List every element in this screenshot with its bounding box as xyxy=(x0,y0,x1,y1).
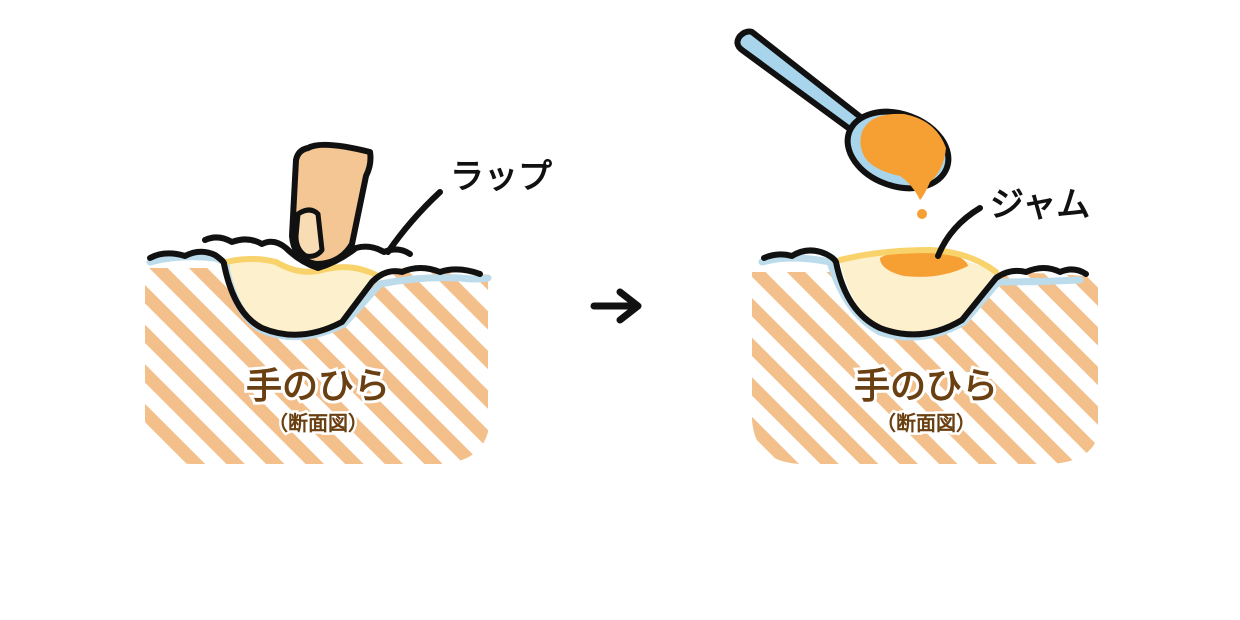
left-skin-outline xyxy=(147,248,483,338)
left-cavity xyxy=(222,262,376,333)
left-panel: ラップ 手のひら （断面図） xyxy=(140,141,552,464)
left-region-sublabel: （断面図） xyxy=(268,411,368,435)
left-cavity-rim xyxy=(223,256,381,279)
right-skin-outline xyxy=(761,247,1089,338)
jam-pool xyxy=(880,249,968,277)
left-callout-line xyxy=(385,189,443,255)
right-cavity xyxy=(836,251,996,334)
jam-drop-icon xyxy=(917,209,927,219)
fingernail-icon xyxy=(293,207,325,259)
right-region-sublabel: （断面図） xyxy=(876,411,976,435)
right-wrap-film xyxy=(758,254,1084,341)
spoon-jam xyxy=(860,113,946,200)
left-region-label: 手のひら xyxy=(246,366,390,407)
right-region-label: 手のひら xyxy=(854,366,998,407)
right-palm-section xyxy=(752,272,1098,464)
right-panel: ジャム 手のひら （断面図） xyxy=(734,28,1105,464)
right-callout-label: ジャム xyxy=(990,185,1090,225)
left-palm-section xyxy=(145,268,488,464)
right-cavity-rim xyxy=(837,246,999,275)
left-callout-label: ラップ xyxy=(450,157,552,197)
right-callout-line xyxy=(935,205,983,259)
arrow-icon xyxy=(590,288,642,324)
